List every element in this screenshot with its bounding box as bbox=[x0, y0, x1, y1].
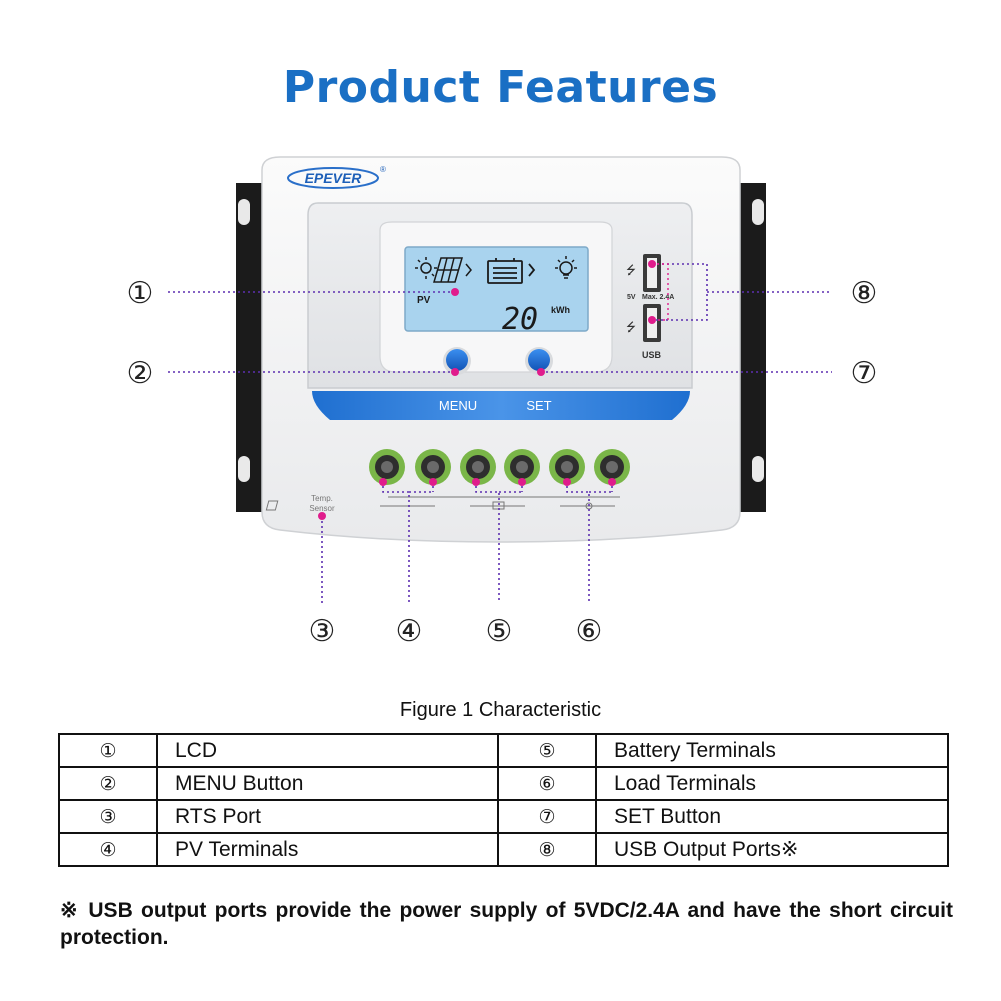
polarity-markings bbox=[265, 496, 620, 511]
svg-text:PV: PV bbox=[417, 295, 431, 306]
svg-text:SET: SET bbox=[526, 398, 551, 413]
blue-strip bbox=[312, 391, 690, 420]
solar-panel-icon bbox=[433, 257, 472, 283]
page-title: Product Features bbox=[282, 62, 719, 113]
lightbulb-icon bbox=[555, 256, 577, 279]
table-row: ③ RTS Port ⑦ SET Button bbox=[58, 799, 949, 834]
svg-text:MENU: MENU bbox=[439, 398, 477, 413]
table-row: ① LCD ⑤ Battery Terminals bbox=[58, 733, 949, 768]
legend-number: ⑦ bbox=[497, 799, 597, 834]
legend-number: ⑧ bbox=[497, 832, 597, 867]
lcd-unit: kWh bbox=[551, 305, 570, 315]
figure-caption: Figure 1 Characteristic bbox=[399, 699, 602, 721]
svg-text:®: ® bbox=[380, 165, 386, 174]
table-row: ④ PV Terminals ⑧ USB Output Ports※ bbox=[58, 832, 949, 867]
legend-number: ⑤ bbox=[497, 733, 597, 768]
battery-icon bbox=[487, 258, 536, 284]
legend-label: RTS Port bbox=[156, 799, 499, 834]
svg-text:EPEVER: EPEVER bbox=[305, 170, 363, 186]
svg-text:⭍: ⭍ bbox=[626, 263, 636, 277]
terminal-6 bbox=[594, 449, 630, 485]
magenta-lines bbox=[652, 263, 669, 321]
legend-label: USB Output Ports※ bbox=[595, 832, 949, 867]
usb-protection-note: ※ USB output ports provide the power sup… bbox=[60, 899, 953, 949]
legend-label: SET Button bbox=[595, 799, 949, 834]
svg-text:Sensor: Sensor bbox=[309, 504, 335, 513]
marker-dots bbox=[318, 260, 656, 520]
terminal-3 bbox=[460, 449, 496, 485]
callout-8: ⑧ bbox=[851, 276, 878, 311]
sun-icon bbox=[415, 257, 437, 279]
terminal-5 bbox=[549, 449, 585, 485]
callout-5: ⑤ bbox=[486, 614, 513, 649]
feature-legend-table: ① LCD ⑤ Battery Terminals ② MENU Button … bbox=[58, 733, 949, 867]
callout-4: ④ bbox=[396, 614, 423, 649]
legend-label: Load Terminals bbox=[595, 766, 949, 801]
left-mount-bracket bbox=[236, 183, 268, 512]
lcd-value: 20 bbox=[502, 302, 538, 337]
right-mount-bracket bbox=[734, 183, 766, 512]
legend-label: LCD bbox=[156, 733, 499, 768]
svg-text:USB: USB bbox=[642, 350, 662, 360]
svg-text:5V: 5V bbox=[627, 294, 636, 301]
terminal-2 bbox=[415, 449, 451, 485]
leader-lines bbox=[168, 263, 832, 603]
callout-3: ③ bbox=[309, 614, 336, 649]
legend-label: MENU Button bbox=[156, 766, 499, 801]
terminal-row bbox=[369, 449, 630, 485]
epever-logo: EPEVER ® bbox=[287, 165, 386, 189]
legend-label: PV Terminals bbox=[156, 832, 499, 867]
menu-button[interactable] bbox=[443, 347, 471, 375]
callout-6: ⑥ bbox=[576, 614, 603, 649]
legend-number: ① bbox=[58, 733, 158, 768]
svg-text:Temp.: Temp. bbox=[311, 494, 333, 503]
legend-number: ④ bbox=[58, 832, 158, 867]
set-button[interactable] bbox=[525, 347, 553, 375]
legend-label: Battery Terminals bbox=[595, 733, 949, 768]
legend-number: ⑥ bbox=[497, 766, 597, 801]
terminal-4 bbox=[504, 449, 540, 485]
legend-number: ② bbox=[58, 766, 158, 801]
callout-2: ② bbox=[127, 356, 154, 391]
callout-1: ① bbox=[127, 276, 154, 311]
callout-7: ⑦ bbox=[851, 356, 878, 391]
legend-number: ③ bbox=[58, 799, 158, 834]
svg-text:Max. 2.4A: Max. 2.4A bbox=[642, 294, 674, 301]
controller-illustration: EPEVER ® PV 20 kWh bbox=[127, 156, 878, 649]
terminal-1 bbox=[369, 449, 405, 485]
svg-text:⭍: ⭍ bbox=[626, 320, 636, 334]
table-row: ② MENU Button ⑥ Load Terminals bbox=[58, 766, 949, 801]
